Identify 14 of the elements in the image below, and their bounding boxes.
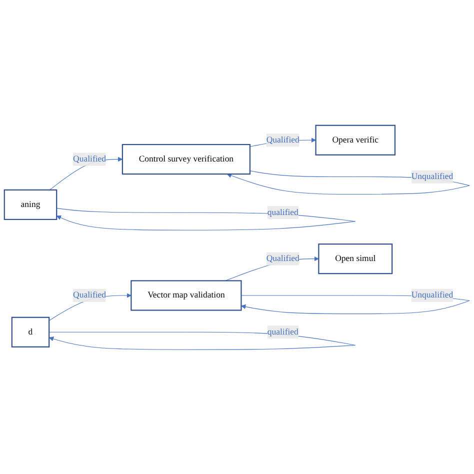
edge-label: Unqualified bbox=[411, 171, 454, 181]
node-box: aning bbox=[4, 188, 58, 220]
edge-label: Qualified bbox=[266, 134, 300, 144]
edge-label: Qualified bbox=[266, 253, 300, 263]
node-box: d bbox=[11, 316, 50, 347]
node-box: Control survey verification bbox=[122, 143, 251, 174]
edge-label: qualified bbox=[267, 326, 298, 336]
edge-label: qualified bbox=[267, 207, 298, 216]
node-box: Opera verific bbox=[315, 124, 396, 155]
edge-label: Qualified bbox=[73, 290, 106, 300]
edge-label: Qualified bbox=[73, 154, 106, 164]
node-box: Open simul bbox=[318, 243, 393, 274]
node-box: Vector map validation bbox=[130, 280, 242, 310]
edge-label: Unqualified bbox=[411, 290, 454, 300]
